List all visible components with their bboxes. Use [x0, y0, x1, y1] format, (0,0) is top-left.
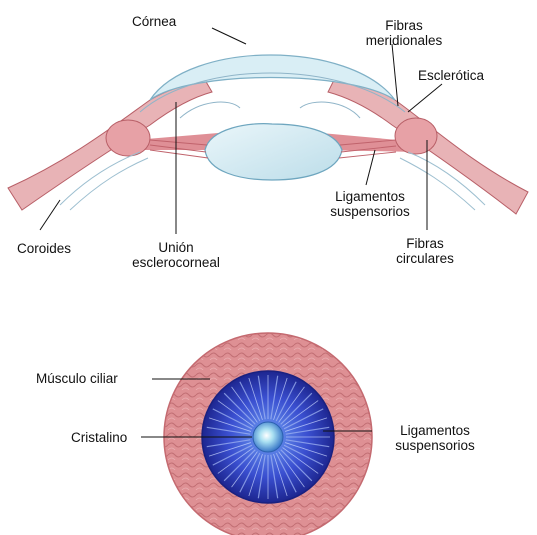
label-fibras-circulares: Fibras circulares — [389, 236, 461, 266]
lens-pupil — [253, 422, 283, 452]
label-ligamentos-top: Ligamentos suspensorios — [322, 189, 418, 219]
label-line: meridionales — [362, 33, 446, 48]
label-line: Ligamentos — [322, 189, 418, 204]
left-circular-fibers — [106, 120, 150, 156]
cross-section-view — [8, 28, 528, 234]
label-line: esclerocorneal — [126, 255, 226, 270]
right-circular-fibers — [395, 118, 437, 154]
label-union-esclerocorneal: Unión esclerocorneal — [126, 240, 226, 270]
label-cornea: Córnea — [132, 14, 176, 29]
label-cristalino: Cristalino — [71, 430, 127, 445]
label-line: Ligamentos — [373, 423, 497, 438]
label-line: circulares — [389, 251, 461, 266]
front-view — [141, 333, 372, 535]
label-esclerotica: Esclerótica — [418, 68, 484, 83]
label-line: Unión — [126, 240, 226, 255]
label-ligamentos-bottom: Ligamentos suspensorios — [373, 423, 497, 453]
label-fibras-meridionales: Fibras meridionales — [362, 18, 446, 48]
lens — [205, 124, 342, 180]
label-line: suspensorios — [373, 438, 497, 453]
label-line: Fibras — [362, 18, 446, 33]
label-line: suspensorios — [322, 204, 418, 219]
label-coroides: Coroides — [17, 241, 71, 256]
label-musculo-ciliar: Músculo ciliar — [36, 371, 118, 386]
label-line: Fibras — [389, 236, 461, 251]
